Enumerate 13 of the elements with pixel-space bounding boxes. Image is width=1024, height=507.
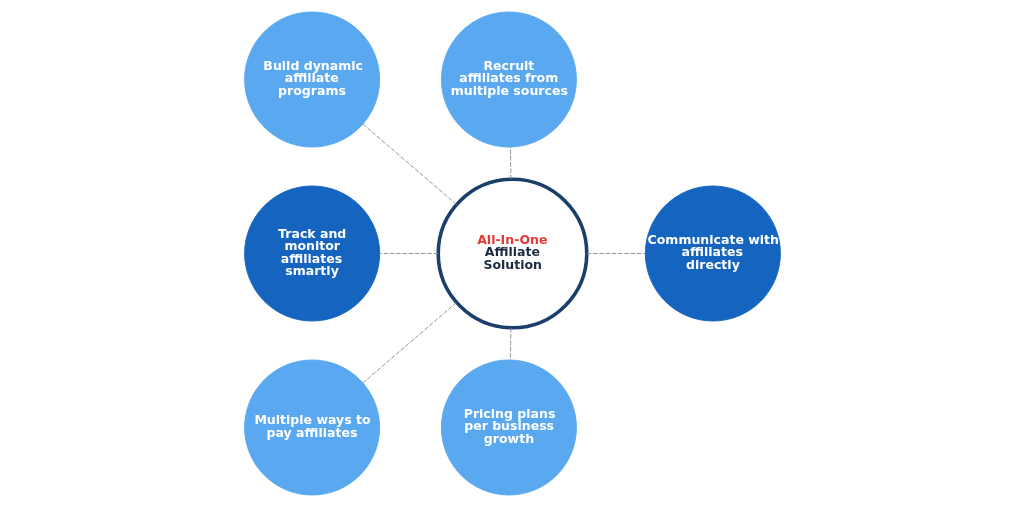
connector [378, 253, 439, 254]
node-circle: Multiple ways to pay affiliates [243, 359, 380, 496]
node-circle: Track and monitor affiliates smartly [243, 185, 380, 322]
connector [509, 327, 511, 361]
connector [362, 302, 457, 384]
node-circle: Recruit affiliates from multiple sources [440, 11, 577, 148]
connector [362, 123, 457, 205]
connector [585, 253, 646, 254]
node-circle: Pricing plans per business growth [440, 359, 577, 496]
connector [509, 146, 511, 180]
node-circle: All-In-One Affiliate Solution [435, 177, 589, 330]
node-circle: Communicate with affiliates directly [644, 185, 781, 322]
node-circle: Build dynamic affiliate programs [243, 11, 380, 148]
